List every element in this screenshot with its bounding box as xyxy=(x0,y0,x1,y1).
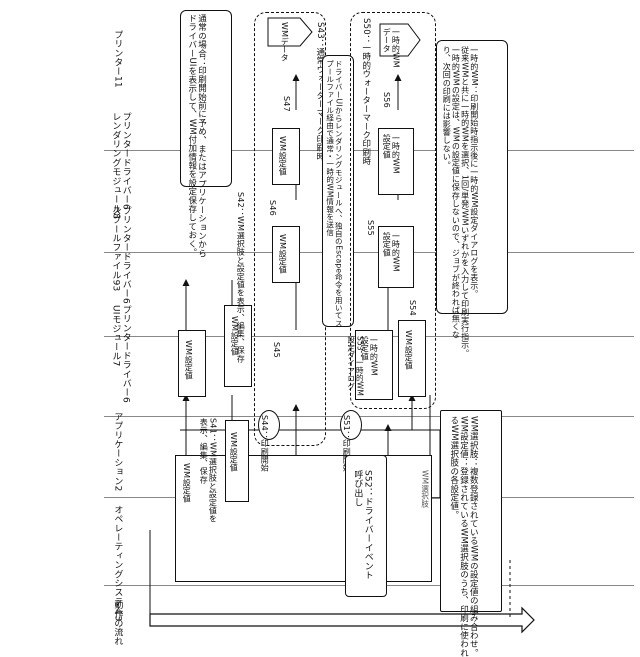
spool-temp-label: 一時的WM 設定値 xyxy=(382,232,400,272)
spool-settings-label-1: WM設定値 xyxy=(278,234,287,274)
step-s52: S52：ドライバーイベント 呼び出し xyxy=(352,470,373,580)
printer-data-1: WMデータ xyxy=(280,22,289,62)
render-temp-label: 一時的WM 設定値 xyxy=(382,134,400,174)
top-note-text: 通常の場合：印刷開始前に予め、またはアプリケーションから ドライバーUIを表示し… xyxy=(186,14,206,258)
app-settings-label: WM設定値 xyxy=(229,432,238,472)
step-s45: S45 xyxy=(272,342,281,358)
ui-settings-label-c: WM設定値 xyxy=(404,330,413,370)
step-s47: S47 xyxy=(282,96,291,112)
step-s55: S55 xyxy=(366,220,375,236)
step-s50: S50：一時的ウォーターマーク印刷時 xyxy=(360,18,370,165)
step-s56: S56 xyxy=(382,92,391,108)
legend-text: WM選択肢：複数登録されているWMの設定値の組み合わせ。 WM設定値：登録されて… xyxy=(448,416,477,657)
step-s41: S41：WM選択肢と設定値を 表示、編集、保存 xyxy=(199,418,217,523)
os-settings-label: WM設定値 xyxy=(182,463,191,503)
render-note-text: ドライバーUIからレンダリングモジュールへ、独自のEscape命令を用いてス プ… xyxy=(325,60,342,327)
step-s53: S53：一時的WM 設定ダイアログ xyxy=(346,336,363,396)
right-note-text: 一時的WM：印刷開始時指示後に一時的WM設定ダイアログを表示。 従来WMと共に一… xyxy=(442,46,479,357)
step-s54: S54 xyxy=(408,300,417,316)
step-s44: S44：印刷開始 xyxy=(260,415,269,472)
step-s46: S46 xyxy=(268,200,277,216)
step-s42: S42：WM選択肢と設定値を表示、編集、保存 xyxy=(236,192,245,362)
render-settings-label-1: WM設定値 xyxy=(278,136,287,176)
ui-settings-label-a: WM設定値 xyxy=(184,340,193,380)
os-choice-label: WM選択肢 xyxy=(420,470,429,507)
printer-data-2: 一時的WM データ xyxy=(382,28,400,68)
flow-diagram: プリンター11 プリンタードライバー6 レンダリングモジュール8 プリンタードラ… xyxy=(0,0,640,640)
